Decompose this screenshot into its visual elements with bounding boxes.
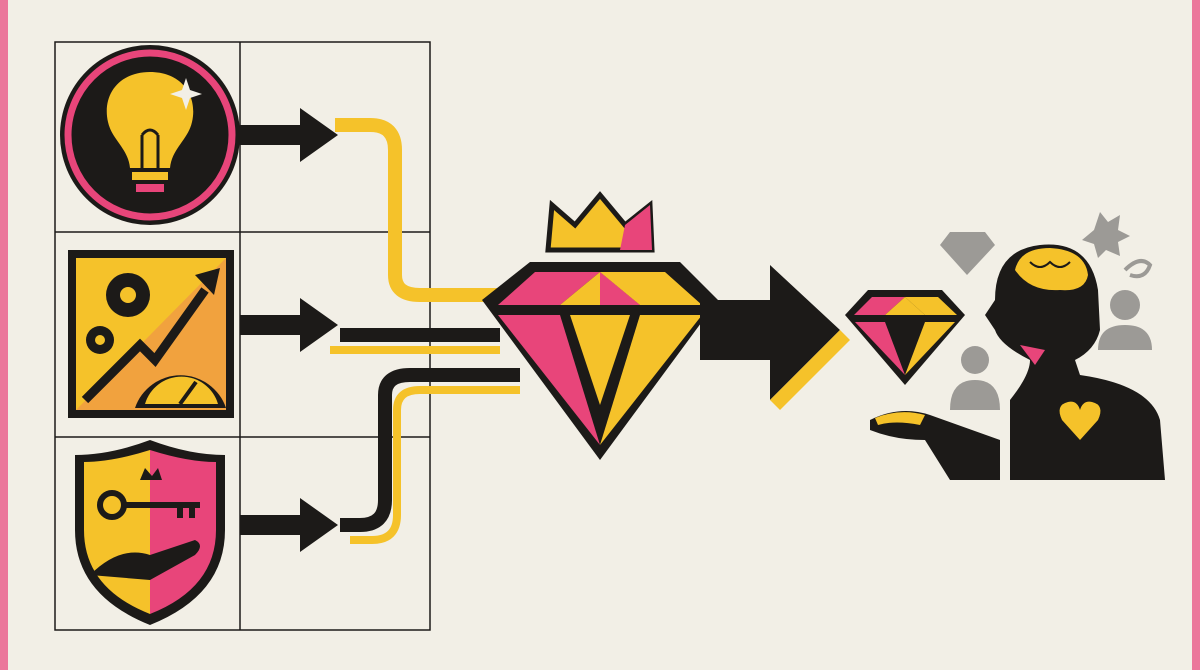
background-icons	[940, 212, 1153, 410]
diamond-icon	[845, 290, 965, 385]
grey-burst-icon	[1082, 212, 1130, 258]
lightbulb-icon	[60, 45, 240, 225]
gears-growth-speedometer-icon	[68, 250, 234, 418]
shield-key-hand-icon	[75, 440, 225, 625]
grey-diamond-icon	[940, 232, 995, 275]
heart-icon	[1059, 401, 1101, 440]
grey-squiggle-icon	[1123, 259, 1153, 279]
offering-hand-icon	[870, 411, 1000, 480]
arrow-3	[240, 498, 338, 552]
grey-person-icon	[950, 346, 1000, 410]
input-arrows	[240, 108, 338, 552]
right-edge-band	[1192, 0, 1200, 670]
connector-paths	[330, 118, 520, 544]
output-arrow-shadow	[770, 330, 850, 410]
brain-icon	[1015, 248, 1088, 291]
crowned-diamond-icon	[482, 191, 718, 460]
output-arrow	[700, 265, 840, 400]
person-brain-heart-icon	[985, 244, 1165, 480]
grey-person-icon	[1098, 290, 1152, 350]
hand-highlight	[875, 412, 925, 425]
arrow-2	[240, 298, 338, 352]
arrow-1	[240, 108, 338, 162]
left-edge-band	[0, 0, 8, 670]
